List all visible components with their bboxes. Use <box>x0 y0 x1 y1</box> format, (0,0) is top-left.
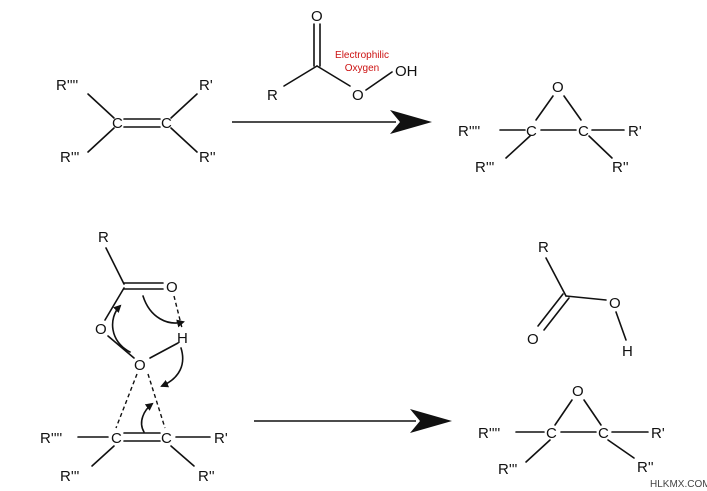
carboxylic-acid-product: R O O H <box>527 239 633 360</box>
acid-bond-c-oh <box>565 295 607 301</box>
acid-carbonyl-b <box>543 297 570 331</box>
bond-c-r <box>283 65 318 87</box>
alkene-c2-label: C <box>161 115 172 132</box>
bond-epox-r2 <box>588 135 613 159</box>
epoxide-r1-label: R' <box>628 123 642 140</box>
bond-epox2-r3 <box>525 439 551 463</box>
mech-hydrogen: H <box>177 330 188 347</box>
curved-arrow-oh <box>160 347 184 388</box>
mech-r4-label: R'''' <box>40 430 62 447</box>
mech-dash-left <box>115 373 138 429</box>
mech-hbond-dashed <box>173 295 183 329</box>
mech-bond-o-o <box>107 335 135 359</box>
epoxide-r4-label: R'''' <box>458 123 480 140</box>
carbonyl-oxygen-label: O <box>311 8 323 25</box>
epoxide-c1-label: C <box>526 123 537 140</box>
mech-carbonyl-oxygen: O <box>166 279 178 296</box>
mech-r1-label: R' <box>214 430 228 447</box>
epoxide-r2-label: R'' <box>612 159 629 176</box>
acid-hydroxyl-oxygen: O <box>609 295 621 312</box>
epoxide2-r3-label: R''' <box>498 461 518 478</box>
epoxide-oxygen-label: O <box>552 79 564 96</box>
alkene-c1-label: C <box>112 115 123 132</box>
ring2-bond-left <box>554 399 573 426</box>
reaction-arrow-bottom <box>254 409 452 433</box>
bond-alkene-r1 <box>170 93 198 119</box>
mechanism-transition-state: R O O O H C C R'''' R''' R' R'' <box>40 229 228 485</box>
epoxide2-c2-label: C <box>598 425 609 442</box>
bond-c-o <box>316 65 351 87</box>
epoxide-c2-label: C <box>578 123 589 140</box>
alkene-r3-label: R''' <box>60 149 80 166</box>
alkene-r4-label: R'''' <box>56 77 78 94</box>
mech-ester-oxygen: O <box>95 321 107 338</box>
epoxide2-c1-label: C <box>546 425 557 442</box>
bond-alkene-r4 <box>87 93 115 119</box>
watermark: HLKMX.COM <box>650 479 707 490</box>
mech-bond-r-c <box>105 247 125 285</box>
curved-arrow-oo-to-co <box>111 304 131 353</box>
annotation-line1: Electrophilic <box>335 50 389 61</box>
annotation-line2: Oxygen <box>345 63 379 74</box>
arrow-head-top <box>390 110 432 134</box>
acid-carbonyl-oxygen: O <box>527 331 539 348</box>
peroxyacid-reagent: O R O OH Electrophilic Oxygen <box>267 8 418 104</box>
curved-arrow-carbonyl <box>142 295 185 328</box>
alkene-r1-label: R' <box>199 77 213 94</box>
reaction-arrow-top <box>232 110 432 134</box>
mech-bond-r2 <box>170 445 195 467</box>
bond-o-o <box>365 71 393 91</box>
acid-carbonyl-a <box>537 293 564 327</box>
epoxide2-r2-label: R'' <box>637 459 654 476</box>
mech-dash-right <box>147 373 166 429</box>
epoxide2-oxygen-label: O <box>572 383 584 400</box>
mech-c2-label: C <box>161 430 172 447</box>
hydroxyl-label: OH <box>395 63 418 80</box>
epoxide-top: O C C R'''' R''' R' R'' <box>458 79 642 176</box>
alkene-r2-label: R'' <box>199 149 216 166</box>
alkene-top: R'''' R''' C C R' R'' <box>56 77 216 166</box>
mech-r2-label: R'' <box>198 468 215 485</box>
curved-arrow-pi-bond <box>140 402 154 433</box>
mech-peroxide-oxygen: O <box>134 357 146 374</box>
bond-alkene-r3 <box>87 127 115 153</box>
bond-epox-r3 <box>505 135 531 159</box>
mech-bond-c-o <box>104 287 125 321</box>
arrow-head-bottom <box>410 409 452 433</box>
acid-hydrogen: H <box>622 343 633 360</box>
mech-r3-label: R''' <box>60 468 80 485</box>
acid-bond-r-c <box>545 257 567 297</box>
mech-r-label: R <box>98 229 109 246</box>
epoxide-r3-label: R''' <box>475 159 495 176</box>
mech-bond-o-h <box>149 342 179 359</box>
ring2-bond-right <box>583 399 602 426</box>
electrophilic-oxygen-label: O <box>352 87 364 104</box>
reagent-r-label: R <box>267 87 278 104</box>
epoxide-bottom: O C C R'''' R''' R' R'' <box>478 383 665 478</box>
epoxide2-r1-label: R' <box>651 425 665 442</box>
acid-r-label: R <box>538 239 549 256</box>
ring-bond-left <box>535 95 554 121</box>
bond-alkene-r2 <box>170 127 198 153</box>
mech-c1-label: C <box>111 430 122 447</box>
ring-bond-right <box>563 95 582 121</box>
bond-epox2-r2 <box>607 439 635 459</box>
epoxide2-r4-label: R'''' <box>478 425 500 442</box>
acid-bond-o-h <box>615 311 627 341</box>
mech-bond-r3 <box>91 445 115 467</box>
